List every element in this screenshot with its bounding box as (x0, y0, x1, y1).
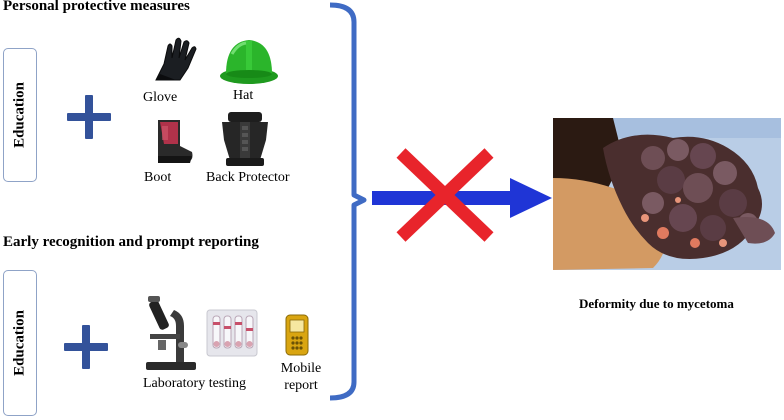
back-protector-icon (222, 112, 268, 166)
laboratory-testing-label: Laboratory testing (143, 376, 247, 391)
mobile-label-line2: report (284, 378, 318, 393)
hat-label: Hat (233, 88, 254, 103)
microscope-icon (146, 296, 196, 370)
glove-label: Glove (143, 90, 178, 105)
mycetoma-foot-image (553, 118, 781, 270)
education-label: Education (11, 82, 28, 148)
education-label: Education (11, 310, 28, 376)
plus-icon (64, 325, 108, 369)
mobile-report-label: Mobile report (274, 360, 328, 394)
mobile-label-line1: Mobile (280, 361, 322, 376)
bracket-brace (329, 2, 367, 401)
section-title-protective: Personal protective measures (3, 0, 190, 14)
cross-mark-icon (396, 148, 494, 242)
test-tubes-icon (206, 309, 258, 357)
boot-label: Boot (144, 170, 172, 185)
section-title-early: Early recognition and prompt reporting (3, 234, 259, 250)
education-box-protective: Education (3, 48, 37, 182)
mobile-phone-icon (285, 314, 309, 356)
outcome-caption: Deformity due to mycetoma (579, 296, 734, 311)
plus-icon (67, 95, 111, 139)
glove-icon (155, 37, 197, 81)
hard-hat-icon (220, 40, 278, 84)
education-box-early: Education (3, 270, 37, 416)
boot-icon (158, 120, 193, 163)
back-protector-label: Back Protector (206, 170, 290, 185)
